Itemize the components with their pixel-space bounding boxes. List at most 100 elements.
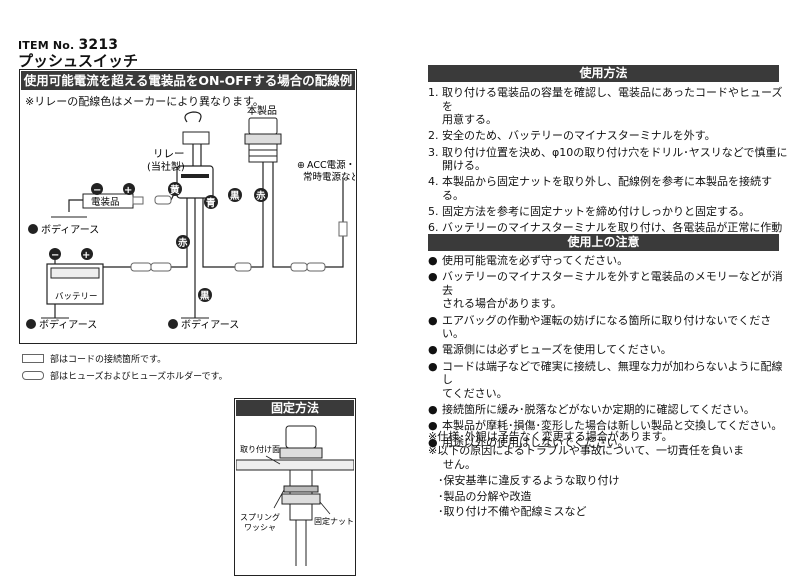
caution-item-line: エアバッグの作動や運転の妨げになる箇所に取り付けないでください。 [442, 313, 772, 341]
battery [46, 263, 104, 305]
liability-note-2: せん。 [443, 458, 476, 471]
caution-item-line: てください。 [442, 386, 508, 400]
legend-connector: 部はコードの接続箇所です。 [22, 352, 166, 365]
caution-item-mark: ● [428, 359, 438, 373]
product-name: プッシュスイッチ [18, 52, 139, 70]
wire-red-label-1: 赤 [256, 190, 266, 202]
reason-item: ･保安基準に違反するような取り付け [438, 474, 620, 487]
caution-title: 使用上の注意 [428, 234, 779, 251]
caution-item: ● 接続箇所に緩み･脱落などがないか定期的に確認してください。 [428, 403, 788, 417]
fuse-legend-mark [22, 371, 44, 380]
caution-item-line: 本製品が摩耗･損傷･変形した場合は新しい製品と交換してください。 [442, 419, 783, 433]
device-label: 電装品 [91, 196, 120, 208]
spring-washer-label-2: ワッシャ [244, 523, 276, 532]
svg-text:−: − [51, 250, 59, 261]
acc-plus: ⊕ [297, 160, 305, 171]
usage-item: 5.固定方法を参考に固定ナットを締め付けしっかりと固定する。 [428, 205, 788, 219]
wire-red-label-2: 赤 [178, 237, 188, 249]
nut-label: 固定ナット [314, 516, 354, 526]
caution-item-line: 用途以外の使用はしないでください。 [442, 435, 629, 449]
caution-item-line: 電源側には必ずヒューズを使用してください。 [442, 343, 672, 357]
caution-item-mark: ● [428, 313, 438, 327]
caution-item-mark: ● [428, 343, 438, 357]
battery-label: バッテリー [55, 292, 98, 302]
wiring-diagram-frame [19, 69, 357, 344]
connector-mark [132, 196, 144, 205]
relay-sub-label: (当社製) [147, 160, 185, 173]
battery-minus-mark [49, 248, 61, 260]
caution-item-mark: ● [428, 254, 438, 267]
body-earth-label-1: ボディアース [41, 223, 99, 236]
usage-item-line: 開ける。 [442, 159, 486, 173]
mount-diagram: 取り付け面 スプリング ワッシャ 固定ナット [236, 425, 354, 566]
wire-blue-label: 青 [206, 197, 216, 209]
caution-item-line: コードは端子などで確実に接続し、無理な力が加わらないように配線し [442, 359, 783, 387]
usage-item-mark: 6. [428, 221, 439, 235]
caution-item-line: 接続箇所に緩み･脱落などがないか定期的に確認してください。 [442, 402, 755, 416]
item-number: ITEM No. 3213 [18, 37, 119, 53]
mount-diagram-frame [234, 398, 356, 576]
svg-text:+: + [82, 250, 90, 261]
svg-text:+: + [124, 185, 132, 196]
mount-diagram-title: 固定方法 [236, 400, 354, 416]
usage-item-line: 取り付ける電装品の容量を確認し、電装品にあったコードやヒューズを [442, 86, 783, 113]
caution-item: ● エアバッグの作動や運転の妨げになる箇所に取り付けないでください。 [428, 314, 788, 341]
usage-item-line: バッテリーのマイナスターミナルを取り付け、各電装品が正常に作動 [442, 221, 783, 235]
caution-item-mark: ● [428, 435, 438, 449]
usage-item: 4.本製品から固定ナットを取り外し、配線例を参考に本製品を接続する。 [428, 175, 788, 202]
acc-label: ACC電源・ [307, 160, 355, 171]
usage-item-mark: 1. [428, 86, 439, 99]
spring-washer-label: スプリング [240, 512, 280, 522]
usage-title: 使用方法 [428, 65, 779, 82]
usage-item-mark: 4. [428, 175, 439, 189]
switch-label: 本製品 [247, 104, 277, 117]
usage-item-line: 用意する。 [442, 113, 497, 126]
item-number-value: 3213 [78, 37, 119, 53]
legend-fuse: 部はヒューズおよびヒューズホルダーです。 [22, 369, 228, 382]
panel-label: 取り付け面 [240, 444, 280, 454]
battery-plus-mark [81, 248, 93, 260]
wire-yellow-label: 黄 [170, 184, 180, 196]
usage-item-line: 安全のため、バッテリーのマイナスターミナルを外す。 [442, 129, 716, 143]
body-earth-label-3: ボディアース [181, 318, 239, 331]
caution-item-line: される場合があります。 [442, 297, 562, 311]
usage-item-mark: 5. [428, 205, 439, 219]
reasons-list: ･保安基準に違反するような取り付け ･製品の分解や改造 ･取り付け不備や配線ミスなど [438, 474, 620, 521]
wiring-diagram-title: 使用可能電流を超える電装品をON-OFFする場合の配線例 [21, 71, 355, 90]
acc-label-2: 常時電源など [303, 171, 355, 183]
caution-item-line: 使用可能電流を必ず守ってください。 [442, 254, 629, 267]
caution-item: ● 使用可能電流を必ず守ってください。 [428, 254, 788, 268]
caution-item-mark: ● [428, 419, 438, 433]
usage-item-mark: 3. [428, 145, 439, 159]
relay-label: リレー [153, 148, 185, 160]
wiring-note: ※リレーの配線色はメーカーにより異なります。 [25, 95, 264, 108]
usage-item-mark: 2. [428, 129, 439, 143]
usage-item-line: 固定方法を参考に固定ナットを締め付けしっかりと固定する。 [442, 205, 750, 219]
svg-text:−: − [93, 185, 101, 196]
usage-item: 1.取り付ける電装品の容量を確認し、電装品にあったコードやヒューズを用意する。 [428, 86, 788, 127]
caution-item-mark: ● [428, 402, 438, 416]
fuse-mark [154, 195, 172, 205]
reason-item: ･取り付け不備や配線ミスなど [438, 505, 587, 518]
connector-legend-mark [22, 354, 44, 363]
device-minus-mark [91, 183, 103, 195]
wire-black-label-2: 黒 [200, 291, 210, 302]
caution-item: ● 本製品が摩耗･損傷･変形した場合は新しい製品と交換してください。 [428, 419, 788, 433]
wiring-diagram: リレー (当社製) 本製品 ⊕ ACC電源・ 常時電源など 電装品 − + ボデ… [26, 104, 355, 331]
caution-item: ● 用途以外の使用はしないでください。 [428, 436, 788, 450]
caution-item-mark: ● [428, 270, 438, 284]
caution-list: ● 使用可能電流を必ず守ってください。 ● バッテリーのマイナスターミナルを外すと電装… [428, 254, 788, 452]
wire-black-label-1: 黒 [230, 191, 240, 202]
caution-item: ● バッテリーのマイナスターミナルを外すと電装品のメモリーなどが消去される場合があ… [428, 270, 788, 311]
device-plus-mark [123, 183, 135, 195]
earth-minus-mark [28, 224, 38, 234]
spec-change-note: ※仕様･外観は予告なく変更する場合があります。 [428, 430, 673, 443]
usage-item: 3.取り付け位置を決め、φ10の取り付け穴をドリル･ヤスリなどで慎重に開ける。 [428, 146, 788, 173]
usage-item-line: 本製品から固定ナットを取り外し、配線例を参考に本製品を接続する。 [442, 175, 772, 202]
body-earth-label-2: ボディアース [39, 318, 97, 331]
reason-item: ･製品の分解や改造 [438, 489, 532, 503]
push-switch [244, 117, 282, 163]
caution-item: ● 電源側には必ずヒューズを使用してください。 [428, 343, 788, 357]
caution-item: ● コードは端子などで確実に接続し、無理な力が加わらないように配線してください。 [428, 360, 788, 401]
caution-item-line: バッテリーのマイナスターミナルを外すと電装品のメモリーなどが消去 [442, 270, 783, 297]
